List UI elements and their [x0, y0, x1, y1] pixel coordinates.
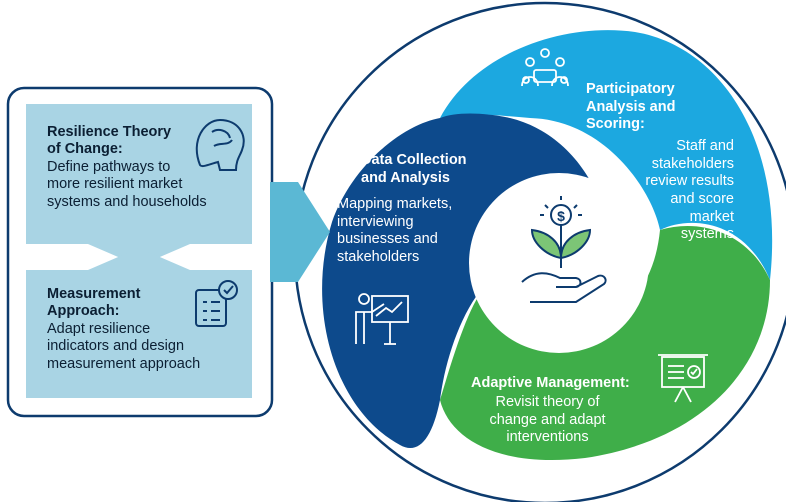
data-collection-title-1: Data Collection: [361, 152, 467, 168]
theory-body-3: systems and households: [47, 193, 207, 210]
data-collection-body-1: Mapping markets,: [337, 196, 453, 212]
participatory-body-4: and score: [670, 191, 734, 208]
theory-panel: [26, 104, 252, 266]
participatory-title-2: Analysis and: [586, 98, 676, 115]
measurement-title-2: Approach:: [47, 303, 120, 320]
participatory-title: Participatory Analysis and Scoring:: [586, 81, 675, 134]
brain-head-icon: [195, 118, 245, 171]
participatory-body-2: stakeholders: [651, 155, 734, 172]
measurement-title-1: Measurement: [47, 286, 141, 302]
theory-body-1: Define pathways to: [47, 158, 171, 175]
checklist-icon: [195, 280, 238, 327]
measurement-panel: [26, 248, 252, 398]
adaptive-segment: [440, 225, 770, 461]
participatory-body-1: Staff and: [676, 138, 734, 154]
adaptive-body-2: change and adapt: [489, 411, 606, 428]
data-collection-body-3: businesses and: [337, 231, 438, 248]
participatory-segment: [440, 30, 773, 280]
presenter-chart-icon: [355, 293, 409, 345]
adaptive-body-1: Revisit theory of: [495, 394, 600, 410]
participatory-title-1: Participatory: [586, 81, 675, 97]
meeting-group-icon: [521, 48, 569, 87]
theory-title-1: Resilience Theory: [47, 124, 172, 140]
participatory-body-6: systems: [680, 226, 734, 243]
adaptive-body-3: interventions: [506, 429, 589, 446]
participatory-title-3: Scoring:: [586, 116, 645, 133]
participatory-body-3: review results: [645, 173, 734, 190]
data-collection-segment: [322, 113, 607, 448]
participatory-body-5: market: [689, 208, 734, 225]
adaptive-body: Revisit theory of change and adapt inter…: [471, 394, 624, 447]
participatory-body: Staff and stakeholders review results an…: [645, 138, 734, 244]
arrow-connector: [270, 182, 330, 282]
data-collection-body-2: interviewing: [337, 213, 414, 230]
presentation-board-icon: [658, 354, 708, 403]
measurement-body-1: Adapt resilience: [47, 320, 151, 337]
measurement-body-3: measurement approach: [47, 355, 201, 372]
theory-body-2: more resilient market: [47, 176, 183, 193]
theory-block: Resilience Theory of Change: Define path…: [47, 124, 207, 211]
svg-text:$: $: [557, 208, 565, 224]
theory-title-2: of Change:: [47, 141, 123, 158]
data-collection-body: Mapping markets, interviewing businesses…: [337, 196, 452, 267]
data-collection-title-2: and Analysis: [361, 169, 450, 186]
center-circle: [469, 173, 649, 353]
data-collection-body-4: stakeholders: [337, 249, 420, 266]
measurement-body-2: indicators and design: [47, 338, 185, 355]
adaptive-title: Adaptive Management:: [471, 375, 630, 391]
measurement-block: Measurement Approach: Adapt resilience i…: [47, 286, 200, 373]
hand-plant-dollar-icon: $: [521, 196, 607, 303]
data-collection-title: Data Collection and Analysis: [361, 152, 467, 187]
